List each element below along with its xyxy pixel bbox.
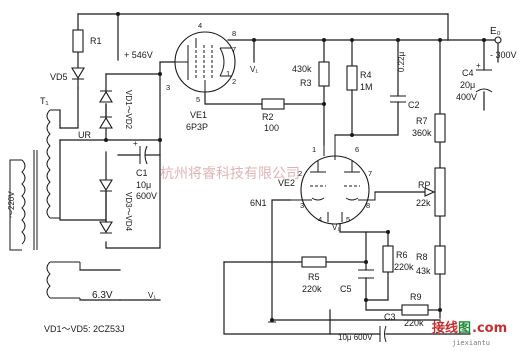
resistor-r1: [72, 29, 84, 53]
vt1-pin-5: 5: [196, 95, 200, 104]
r7-value: 360k: [412, 128, 432, 138]
vd5-label: VD5: [50, 72, 68, 82]
vt2-pin-3: 3: [300, 201, 304, 210]
r5-label: R5: [308, 272, 320, 282]
vt2-pin-6: 6: [355, 145, 359, 154]
heater-symbol-label: V₁: [148, 291, 156, 300]
vt1-pin-3: 3: [166, 83, 170, 92]
r6-value: 220k: [394, 262, 414, 272]
logo-url: jiexiantu: [452, 339, 490, 347]
c1-label: C1: [136, 168, 148, 178]
capacitor-c3: [379, 325, 387, 343]
resistor-r4: [346, 65, 358, 91]
c4-value-1: 20μ: [460, 80, 475, 90]
rp-value: 22k: [416, 198, 431, 208]
capacitor-c1: +: [133, 139, 148, 165]
capacitor-c4: +: [475, 61, 493, 93]
r6-label: R6: [396, 250, 408, 260]
vd1-vd2-label: VD1～VD2: [124, 90, 133, 130]
r7-label: R7: [416, 116, 428, 126]
resistor-r8: [434, 245, 446, 275]
resistor-r2: [261, 98, 285, 110]
tube-vt1: [174, 31, 236, 93]
c4-label: C4: [462, 68, 474, 78]
c1-value-2: 600V: [136, 191, 157, 201]
svg-text:+: +: [133, 139, 138, 148]
r2-value: 100: [264, 123, 279, 133]
resistor-r6: [382, 245, 394, 273]
r3-value: 430k: [292, 64, 312, 74]
output-terminal: [494, 36, 502, 44]
resistor-r5: [301, 256, 327, 268]
r3-label: R3: [300, 78, 312, 88]
diode-vd2: [99, 103, 113, 129]
resistor-r3: [318, 61, 330, 87]
r9-value: 220k: [404, 318, 424, 328]
r8-label: R8: [416, 252, 428, 262]
vt1-pin-1: 1: [226, 69, 230, 78]
watermark-text: 杭州将睿科技有限公司: [160, 166, 300, 182]
vt2-type-label: 6N1: [250, 198, 267, 208]
potentiometer-rp: [424, 167, 446, 217]
b-plus-label: + 546V: [124, 50, 153, 60]
r5-value: 220k: [302, 284, 322, 294]
r4-value: 1M: [360, 82, 373, 92]
capacitor-c2: [390, 95, 406, 103]
vt2-pin-2: 2: [298, 169, 302, 178]
vt2-name-label: VE2: [278, 178, 295, 188]
vt1-pin-8: 8: [232, 29, 236, 38]
transformer-t1: [9, 109, 81, 300]
vt2-pin-4: 4: [318, 215, 322, 224]
r4-label: R4: [360, 70, 372, 80]
r9-label: R9: [410, 292, 422, 302]
r1-label: R1: [90, 36, 102, 46]
diode-vd3: [99, 179, 113, 192]
tube-vt2: [290, 135, 376, 225]
c3-value: 10μ 600V: [338, 333, 373, 342]
c2-value: 0.22μ: [397, 51, 406, 72]
site-logo: 接线 图 .com jiexiantu: [432, 320, 507, 347]
vt1-pin-4: 4: [198, 21, 202, 30]
output-symbol-label: E₀: [490, 26, 501, 37]
vt2-pin-8: 8: [366, 201, 370, 210]
c2-label: C2: [408, 100, 420, 110]
c4-value-2: 400V: [456, 92, 477, 102]
diode-vd5: [71, 67, 85, 89]
rectifier-ur-label: UR: [78, 130, 91, 140]
rp-label: RP: [418, 180, 431, 190]
svg-text:+: +: [476, 61, 481, 70]
output-voltage-label: - 300V: [490, 50, 517, 60]
diode-vd1: [99, 90, 113, 103]
diode-vd4: [99, 191, 113, 234]
c1-value-1: 10μ: [136, 180, 151, 190]
vd3-vd4-label: VD3～VD4: [124, 192, 133, 232]
vt1-pin-2: 2: [232, 77, 236, 86]
r8-value: 43k: [416, 266, 431, 276]
vt1-heater-label: V₁: [250, 65, 258, 74]
vt1-name-label: VE1: [190, 110, 207, 120]
c5-label: C5: [340, 284, 352, 294]
heater-voltage-label: 6.3V: [92, 290, 113, 301]
resistor-r9: [401, 304, 429, 316]
vt2-pin-7: 7: [368, 169, 372, 178]
capacitor-c5: [358, 269, 374, 279]
r2-label: R2: [262, 112, 274, 122]
transformer-label: T₁: [40, 96, 49, 106]
logo-part-1: 接线: [432, 320, 458, 336]
mains-voltage-label: ～220V: [7, 191, 16, 218]
vt1-type-label: 6P3P: [186, 122, 208, 132]
vt2-pin-5: 5: [346, 215, 350, 224]
logo-part-3: .com: [472, 321, 507, 336]
diode-part-note: VD1～VD5: 2CZ53J: [44, 324, 125, 334]
logo-part-2: 图: [458, 321, 471, 336]
vt2-pin-1: 1: [312, 145, 316, 154]
vt1-pin-7: 7: [232, 45, 236, 54]
vt2-heater-label: V₁: [332, 223, 340, 232]
resistor-r7: [434, 113, 446, 143]
c3-label: C3: [384, 312, 396, 322]
